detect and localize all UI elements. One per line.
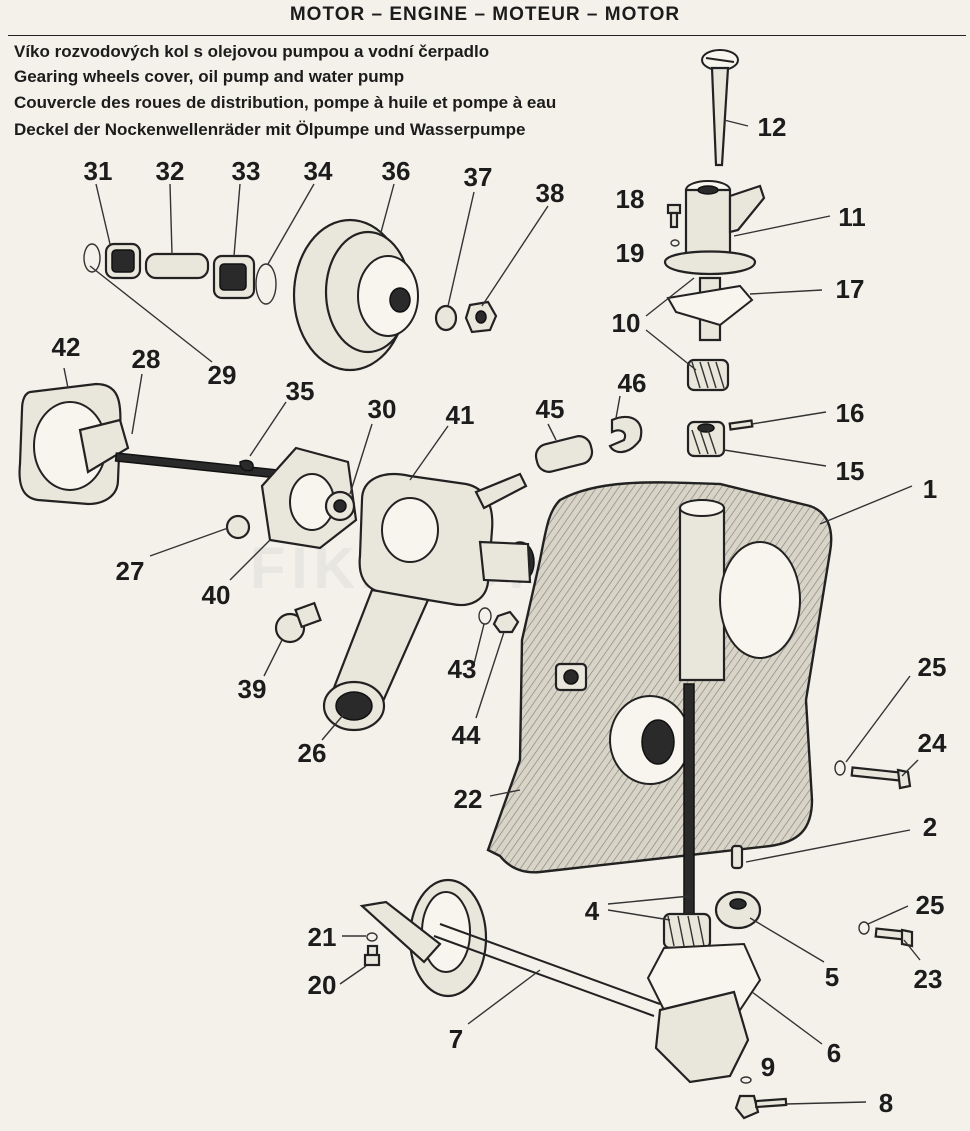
subtitle-english: Gearing wheels cover, oil pump and water…	[14, 67, 405, 86]
callout-9: 9	[761, 1052, 775, 1082]
callout-40: 40	[202, 580, 231, 610]
part-33-bearing	[212, 254, 256, 300]
part-21-washer	[366, 932, 378, 942]
part-8-bolt	[734, 1094, 788, 1120]
callout-24: 24	[918, 728, 947, 758]
part-10-gear	[686, 358, 730, 392]
part-34-ring	[255, 263, 277, 305]
callout-numbers: 31 32 33 34 36 37 38 12 18 19 11 17 10 1…	[52, 112, 947, 1118]
leader-lines	[63, 119, 921, 1105]
callout-17: 17	[836, 274, 865, 304]
callout-22: 22	[454, 784, 483, 814]
callout-32: 32	[156, 156, 185, 186]
callout-5: 5	[825, 962, 839, 992]
subtitle-czech: Víko rozvodových kol s olejovou pumpou a…	[14, 42, 490, 61]
part-16-pin	[728, 419, 754, 431]
part-27-bushing	[225, 514, 251, 540]
part-pump-body	[654, 990, 750, 1084]
title-rule	[8, 35, 966, 36]
part-2-pin	[730, 844, 744, 870]
part-42-cover	[18, 382, 122, 506]
callout-2: 2	[923, 812, 937, 842]
part-28-shaft	[78, 418, 277, 479]
part-41-nipple	[474, 472, 528, 510]
callout-11: 11	[838, 202, 866, 232]
callout-30: 30	[368, 394, 397, 424]
callout-34: 34	[304, 156, 333, 186]
callout-35: 35	[286, 376, 315, 406]
part-32-spacer	[144, 252, 210, 280]
callout-15: 15	[836, 456, 865, 486]
callout-19: 19	[616, 238, 645, 268]
part-39-plug	[274, 601, 322, 644]
callout-26: 26	[298, 738, 327, 768]
callout-46: 46	[618, 368, 647, 398]
callout-29: 29	[208, 360, 237, 390]
part-43-washer	[478, 607, 492, 625]
callout-37: 37	[464, 162, 493, 192]
callout-39: 39	[238, 674, 267, 704]
callout-4: 4	[585, 896, 600, 926]
callout-12: 12	[758, 112, 787, 142]
part-24-bolt	[850, 766, 912, 790]
callout-28: 28	[132, 344, 161, 374]
callout-36: 36	[382, 156, 411, 186]
subtitle-french: Couvercle des roues de distribution, pom…	[14, 93, 557, 112]
part-26-tube	[322, 588, 430, 732]
part-9-washer	[740, 1076, 752, 1084]
part-44-nut	[492, 610, 520, 634]
part-36-pulley	[292, 218, 419, 372]
part-25-washer-lower	[858, 921, 870, 935]
callout-31: 31	[84, 156, 113, 186]
part-30-seal	[324, 490, 356, 522]
callout-20: 20	[308, 970, 337, 1000]
part-35-key	[239, 459, 254, 472]
callout-25-lower: 25	[916, 890, 945, 920]
part-38-nut	[464, 300, 498, 334]
callout-6: 6	[827, 1038, 841, 1068]
callout-10: 10	[612, 308, 641, 338]
part-18-bolt	[666, 203, 682, 229]
callout-33: 33	[232, 156, 261, 186]
part-23-bolt	[874, 927, 914, 948]
part-19-washer	[670, 239, 680, 247]
callout-18: 18	[616, 184, 645, 214]
callout-38: 38	[536, 178, 565, 208]
part-31-bearing	[83, 242, 142, 280]
part-17-gasket	[666, 284, 754, 327]
callout-42: 42	[52, 332, 81, 362]
page-title: MOTOR – ENGINE – MOTEUR – MOTOR	[289, 4, 681, 25]
part-46-clip	[608, 415, 643, 454]
callout-7: 7	[449, 1024, 463, 1054]
part-41-pump-body	[358, 472, 535, 607]
callout-16: 16	[836, 398, 865, 428]
part-15-gear	[686, 420, 726, 458]
callout-21: 21	[308, 922, 337, 952]
part-20-bolt	[363, 944, 381, 967]
part-5-gear	[714, 890, 762, 930]
callout-44: 44	[452, 720, 481, 750]
callout-1: 1	[923, 474, 937, 504]
part-1-timing-cover	[486, 481, 833, 874]
part-12-screw	[701, 49, 739, 167]
part-40-flange	[260, 446, 358, 550]
callout-41: 41	[446, 400, 475, 430]
part-7-strainer	[359, 878, 661, 1017]
subtitle-german: Deckel der Nockenwellenräder mit Ölpumpe…	[14, 120, 526, 139]
part-37-lockwasher	[434, 304, 458, 332]
callout-27: 27	[116, 556, 145, 586]
part-45-sleeve	[534, 435, 594, 473]
callout-45: 45	[536, 394, 565, 424]
part-4-shaft	[662, 683, 712, 950]
callout-8: 8	[879, 1088, 893, 1118]
callout-25-upper: 25	[918, 652, 947, 682]
part-11-housing	[684, 180, 766, 264]
part-25-washer-upper	[834, 760, 846, 776]
callout-43: 43	[448, 654, 477, 684]
callout-23: 23	[914, 964, 943, 994]
